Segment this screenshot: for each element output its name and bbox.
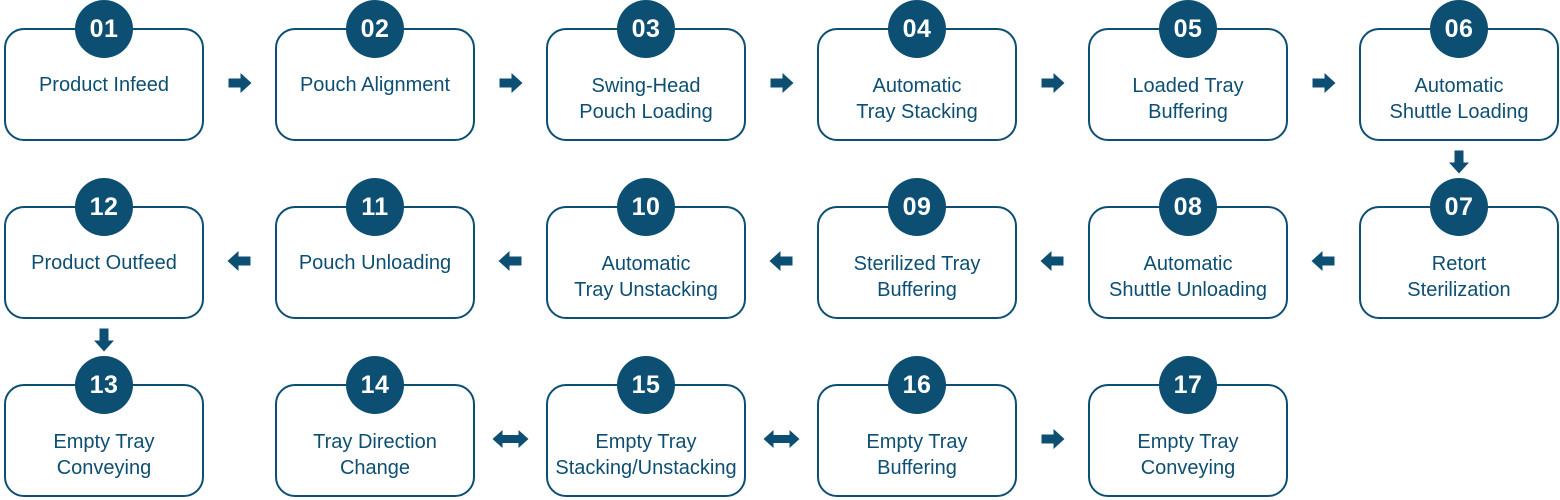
step-number-badge-12: 12 <box>75 178 133 236</box>
step-label-line: Sterilized Tray <box>853 253 981 275</box>
flow-arrow-15-16 <box>763 430 800 448</box>
step-box-02: Pouch Alignment <box>275 28 475 141</box>
step-label-line: Buffering <box>877 457 957 479</box>
step-label-line: Empty Tray <box>866 431 968 453</box>
flow-arrow-09-10 <box>769 251 793 271</box>
step-number-badge-01: 01 <box>75 0 133 58</box>
step-number-badge-09: 09 <box>888 178 946 236</box>
step-label-11: Pouch Unloading <box>277 250 473 276</box>
step-label-line: Tray Direction <box>313 431 437 453</box>
step-label-line: Retort <box>1431 253 1487 275</box>
step-label-01: Product Infeed <box>6 72 202 98</box>
step-label-line: Shuttle Unloading <box>1109 279 1267 301</box>
step-number-badge-05: 05 <box>1159 0 1217 58</box>
step-label-line: Tray Stacking <box>856 101 978 123</box>
flow-arrow-06-07 <box>1449 150 1469 174</box>
step-label-line: Sterilization <box>1407 279 1511 301</box>
step-number-badge-11: 11 <box>346 178 404 236</box>
step-number-badge-08: 08 <box>1159 178 1217 236</box>
step-number-badge-04: 04 <box>888 0 946 58</box>
step-label-line: Empty Tray <box>1137 431 1239 453</box>
flow-arrow-12-13 <box>94 328 114 352</box>
step-label-line: Swing-Head <box>591 75 701 97</box>
step-label-line: Buffering <box>1148 101 1228 123</box>
flow-arrow-14-15 <box>492 430 529 448</box>
step-label-line: Automatic <box>872 75 962 97</box>
step-label-line: Loaded Tray <box>1132 75 1244 97</box>
step-label-line: Stacking/Unstacking <box>555 457 737 479</box>
step-number-badge-10: 10 <box>617 178 675 236</box>
step-number-badge-02: 02 <box>346 0 404 58</box>
flow-arrow-05-06 <box>1312 73 1336 93</box>
step-box-12: Product Outfeed <box>4 206 204 319</box>
step-number-badge-15: 15 <box>617 356 675 414</box>
step-number-badge-07: 07 <box>1430 178 1488 236</box>
step-label-line: Pouch Unloading <box>298 252 452 274</box>
step-label-line: Buffering <box>877 279 957 301</box>
step-label-line: Empty Tray <box>53 431 155 453</box>
step-label-line: Empty Tray <box>595 431 697 453</box>
step-number-badge-13: 13 <box>75 356 133 414</box>
step-label-02: Pouch Alignment <box>277 72 473 98</box>
step-number-badge-03: 03 <box>617 0 675 58</box>
flow-arrow-01-02 <box>228 73 252 93</box>
flow-arrow-10-11 <box>498 251 522 271</box>
step-label-line: Shuttle Loading <box>1389 101 1529 123</box>
flow-arrow-02-03 <box>499 73 523 93</box>
flow-arrow-04-05 <box>1041 73 1065 93</box>
step-label-line: Pouch Loading <box>579 101 713 123</box>
step-label-line: Automatic <box>601 253 691 275</box>
step-label-line: Automatic <box>1143 253 1233 275</box>
step-label-line: Automatic <box>1414 75 1504 97</box>
step-number-badge-06: 06 <box>1430 0 1488 58</box>
step-label-line: Conveying <box>56 457 152 479</box>
step-label-line: Conveying <box>1140 457 1236 479</box>
step-label-line: Pouch Alignment <box>299 74 451 96</box>
flow-arrow-07-08 <box>1311 251 1335 271</box>
flow-arrow-08-09 <box>1040 251 1064 271</box>
step-number-badge-14: 14 <box>346 356 404 414</box>
step-number-badge-17: 17 <box>1159 356 1217 414</box>
step-label-line: Change <box>339 457 411 479</box>
step-label-line: Product Outfeed <box>31 252 177 274</box>
step-number-badge-16: 16 <box>888 356 946 414</box>
step-label-line: Product Infeed <box>38 74 170 96</box>
flow-arrow-03-04 <box>770 73 794 93</box>
flow-arrow-16-17 <box>1041 429 1065 449</box>
step-label-12: Product Outfeed <box>6 250 202 276</box>
flow-arrow-11-12 <box>227 251 251 271</box>
step-label-line: Tray Unstacking <box>574 279 718 301</box>
